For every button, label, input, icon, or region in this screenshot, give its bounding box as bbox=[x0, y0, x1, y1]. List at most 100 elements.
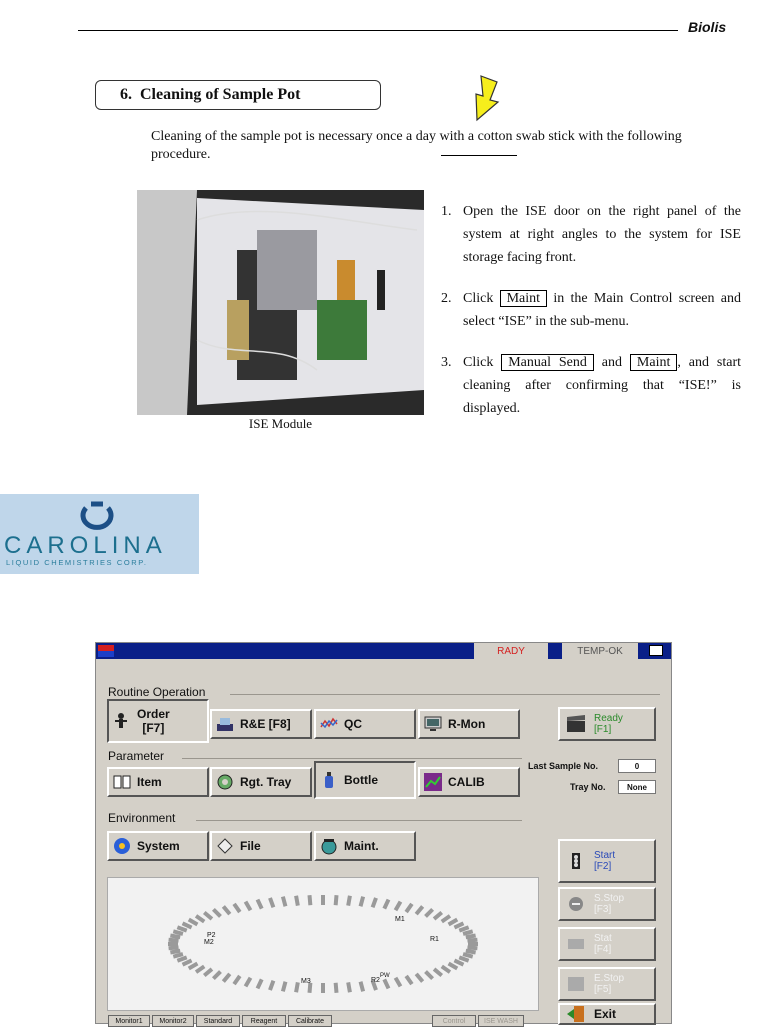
header-rule bbox=[78, 30, 678, 31]
bottle-icon bbox=[325, 772, 333, 788]
tray-cup bbox=[358, 981, 366, 992]
step-2: 2. Click Maint in the Main Control scree… bbox=[441, 287, 741, 333]
underline-mark bbox=[441, 155, 517, 156]
calib-button[interactable]: CALIB bbox=[418, 767, 520, 797]
tray-cup bbox=[424, 907, 435, 918]
tray-cup bbox=[168, 945, 179, 951]
tray-cup bbox=[211, 907, 222, 918]
exit-door-icon bbox=[567, 1006, 584, 1022]
tray-cup bbox=[404, 902, 414, 914]
tray-no-label: Tray No. bbox=[570, 782, 606, 792]
tray-cup bbox=[432, 967, 444, 978]
tab-standard[interactable]: Standard bbox=[196, 1015, 240, 1027]
tray-cup bbox=[268, 979, 276, 991]
rmon-button[interactable]: R-Mon bbox=[418, 709, 520, 739]
tab-calibrate[interactable]: Calibrate bbox=[288, 1015, 332, 1027]
monitor-icon bbox=[424, 716, 442, 731]
tray-cup bbox=[424, 970, 435, 981]
system-button[interactable]: System bbox=[107, 831, 209, 861]
step-3: 3. Click Manual Send and Maint, and star… bbox=[441, 351, 741, 420]
qc-chart-icon bbox=[320, 717, 338, 729]
start-button[interactable]: Start[F2] bbox=[558, 839, 656, 883]
tray-cup bbox=[232, 974, 242, 986]
maint-key: Maint bbox=[499, 290, 548, 307]
tray-cup bbox=[414, 972, 425, 983]
step-text: Click Manual Send and Maint, and start c… bbox=[463, 354, 741, 416]
tray-cup bbox=[321, 895, 325, 905]
control-button[interactable]: Control bbox=[432, 1015, 476, 1027]
maint-icon bbox=[321, 839, 337, 855]
tray-cup bbox=[458, 955, 470, 963]
sstop-button[interactable]: S.Stop[F3] bbox=[558, 887, 656, 921]
step-text: Click Maint in the Main Control screen a… bbox=[463, 290, 741, 329]
tab-monitor2[interactable]: Monitor2 bbox=[152, 1015, 194, 1027]
tray-pos-pw: PW bbox=[380, 973, 390, 979]
order-button[interactable]: Order [F7] bbox=[107, 699, 209, 743]
exit-button[interactable]: Exit bbox=[558, 1003, 656, 1025]
tray-cup bbox=[181, 958, 193, 967]
tray-cup bbox=[447, 961, 459, 971]
tray-cup bbox=[404, 974, 414, 986]
tray-pos-m3: M3 bbox=[301, 978, 311, 985]
file-button[interactable]: File bbox=[210, 831, 312, 861]
item-button[interactable]: Item bbox=[107, 767, 209, 797]
tray-cup bbox=[393, 976, 403, 988]
tray-cup bbox=[307, 895, 313, 906]
tab-monitor1[interactable]: Monitor1 bbox=[108, 1015, 150, 1027]
tray-cup bbox=[170, 933, 181, 940]
tray-cup bbox=[467, 945, 478, 951]
power-logo-icon bbox=[80, 501, 114, 530]
last-sample-value: 0 bbox=[618, 759, 656, 773]
section-title-text: Cleaning of Sample Pot bbox=[140, 86, 301, 103]
re-icon bbox=[217, 718, 233, 731]
tray-cup bbox=[321, 983, 325, 993]
stat-button[interactable]: Stat[F4] bbox=[558, 927, 656, 961]
arrow-down-icon bbox=[475, 75, 500, 122]
title-bar: RADY TEMP-OK bbox=[96, 643, 671, 659]
tray-cup bbox=[176, 925, 188, 933]
estop-button[interactable]: E.Stop[F5] bbox=[558, 967, 656, 1001]
tray-cup bbox=[255, 898, 264, 910]
group-divider bbox=[182, 758, 522, 759]
tray-pos-p2: P2 bbox=[207, 932, 216, 939]
maint-key: Maint bbox=[629, 354, 678, 371]
tray-cup bbox=[194, 914, 206, 924]
tray-cup bbox=[294, 982, 300, 993]
tray-cup bbox=[462, 929, 474, 936]
tray-cup bbox=[307, 982, 313, 993]
last-sample-label: Last Sample No. bbox=[528, 761, 599, 771]
tray-cup bbox=[382, 898, 391, 910]
minimize-button[interactable] bbox=[649, 645, 663, 656]
ready-button[interactable]: Ready[F1] bbox=[558, 707, 656, 741]
tray-cup bbox=[370, 897, 378, 909]
tray-cup bbox=[432, 910, 444, 921]
tray-cup bbox=[370, 979, 378, 991]
maint-button[interactable]: Maint. bbox=[314, 831, 416, 861]
ise-wash-button[interactable]: ISE WASH bbox=[478, 1015, 524, 1027]
tab-reagent[interactable]: Reagent bbox=[242, 1015, 286, 1027]
re-button[interactable]: R&E [F8] bbox=[210, 709, 312, 739]
photo-caption: ISE Module bbox=[248, 416, 313, 431]
order-key: [F7] bbox=[142, 721, 165, 735]
qc-button[interactable]: QC bbox=[314, 709, 416, 739]
group-divider bbox=[196, 820, 522, 821]
tray-cup bbox=[294, 895, 300, 906]
group-environment-label: Environment bbox=[108, 811, 176, 825]
bottle-button[interactable]: Bottle bbox=[314, 761, 416, 799]
tray-cup bbox=[346, 895, 352, 906]
logo-wordmark: CAROLINA bbox=[4, 532, 167, 559]
status-rady: RADY bbox=[474, 643, 548, 659]
step-number: 3. bbox=[441, 355, 452, 370]
tray-cup bbox=[168, 942, 178, 946]
tray-cup bbox=[181, 921, 193, 930]
status-temp: TEMP-OK bbox=[562, 643, 638, 659]
stop-icon bbox=[569, 897, 583, 911]
traffic-light-icon bbox=[572, 853, 580, 869]
tray-cup bbox=[243, 900, 253, 912]
tray-pos-m2: M2 bbox=[204, 939, 214, 946]
tray-cup bbox=[202, 967, 214, 978]
tray-cup bbox=[176, 955, 188, 963]
rgt-tray-button[interactable]: Rgt. Tray bbox=[210, 767, 312, 797]
section-title-box: 6. Cleaning of Sample Pot bbox=[95, 80, 381, 110]
intro-text: Cleaning of the sample pot is necessary … bbox=[151, 129, 682, 162]
